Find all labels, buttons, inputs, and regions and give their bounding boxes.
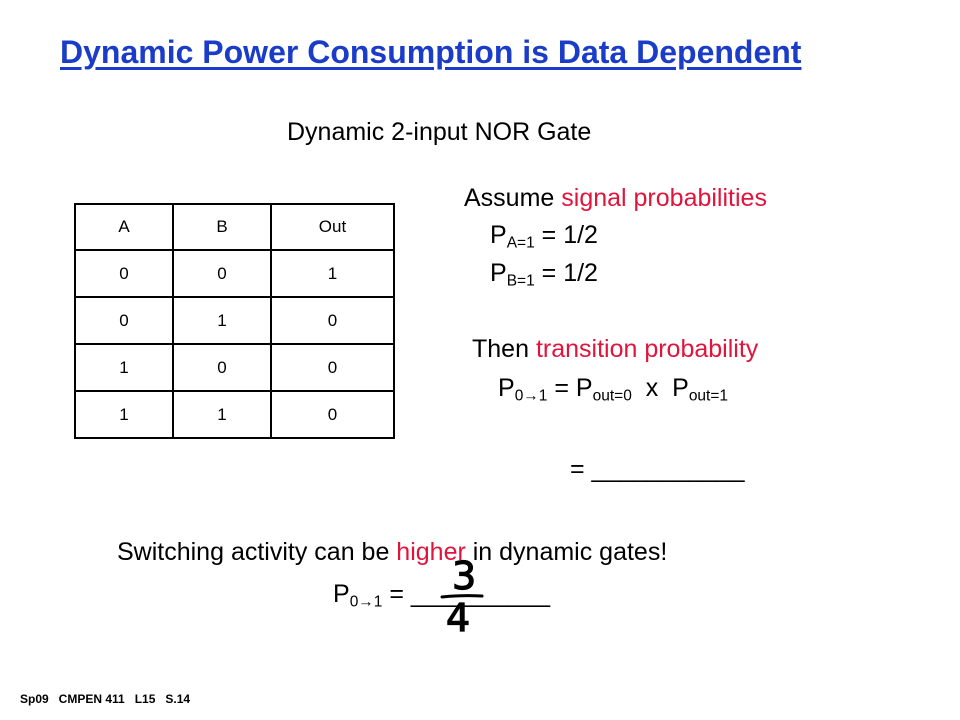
- handwritten-fraction: 3 4: [440, 555, 484, 635]
- cell-out: 0: [270, 390, 395, 439]
- table-row: 1 0 0: [74, 343, 395, 392]
- transition-blank: = ___________: [570, 455, 745, 483]
- table-row: 0 1 0: [74, 296, 395, 345]
- switching-p: P: [333, 580, 350, 608]
- transition-line: Then transition probability: [472, 335, 758, 364]
- switching-line: Switching activity can be higher in dyna…: [117, 538, 667, 567]
- prob-a-line: PA=1 = 1/2: [490, 221, 598, 252]
- switching-eq: = __________: [382, 580, 550, 608]
- transition-formula: P0→1 = Pout=0 x Pout=1: [498, 374, 729, 405]
- cell-b: 0: [172, 249, 272, 298]
- cell-b: 0: [172, 343, 272, 392]
- slide-footer: Sp09 CMPEN 411 L15 S.14: [20, 692, 191, 706]
- slide-title: Dynamic Power Consumption is Data Depend…: [60, 34, 802, 70]
- header-a: A: [74, 203, 174, 251]
- table-row: 1 1 0: [74, 390, 395, 439]
- switching-post: in dynamic gates!: [465, 538, 668, 566]
- header-out: Out: [270, 203, 395, 251]
- truth-table-header-row: A B Out: [74, 203, 395, 251]
- cell-out: 1: [270, 249, 395, 298]
- switching-formula: P0→1 = __________: [333, 580, 550, 611]
- header-b: B: [172, 203, 272, 251]
- prob-a-subscript: A=1: [506, 234, 535, 252]
- cell-a: 1: [74, 390, 174, 439]
- cell-a: 0: [74, 296, 174, 345]
- truth-table: A B Out 0 0 1 0 1 0 1 0 0 1 1 0: [74, 203, 395, 439]
- formula-times: x P: [631, 374, 689, 402]
- assumption-emphasis: signal probabilities: [561, 184, 767, 212]
- cell-out: 0: [270, 343, 395, 392]
- handwritten-denominator: 4: [446, 596, 470, 635]
- prob-b-value: = 1/2: [534, 259, 598, 287]
- formula-eq: = P: [547, 374, 593, 402]
- table-row: 0 0 1: [74, 249, 395, 298]
- switching-pre: Switching activity can be: [117, 538, 397, 566]
- transition-emphasis: transition probability: [535, 335, 759, 363]
- switching-subscript: 0→1: [349, 593, 383, 611]
- cell-b: 1: [172, 296, 272, 345]
- transition-lead: Then: [472, 335, 536, 363]
- slide-subtitle: Dynamic 2-input NOR Gate: [287, 118, 592, 146]
- prob-b-line: PB=1 = 1/2: [490, 259, 598, 290]
- formula-sub-out1: out=1: [688, 387, 729, 405]
- prob-a-symbol: P: [490, 221, 507, 249]
- cell-out: 0: [270, 296, 395, 345]
- prob-a-value: = 1/2: [534, 221, 598, 249]
- switching-emphasis: higher: [396, 538, 466, 566]
- handwritten-numerator: 3: [452, 555, 476, 598]
- formula-sub-out0: out=0: [592, 387, 632, 405]
- assumption-lead: Assume: [464, 184, 562, 212]
- formula-p: P: [498, 374, 515, 402]
- cell-a: 1: [74, 343, 174, 392]
- prob-b-symbol: P: [490, 259, 507, 287]
- prob-b-subscript: B=1: [506, 272, 535, 290]
- formula-subscript: 0→1: [514, 387, 548, 405]
- assumption-line: Assume signal probabilities: [464, 184, 767, 213]
- cell-a: 0: [74, 249, 174, 298]
- cell-b: 1: [172, 390, 272, 439]
